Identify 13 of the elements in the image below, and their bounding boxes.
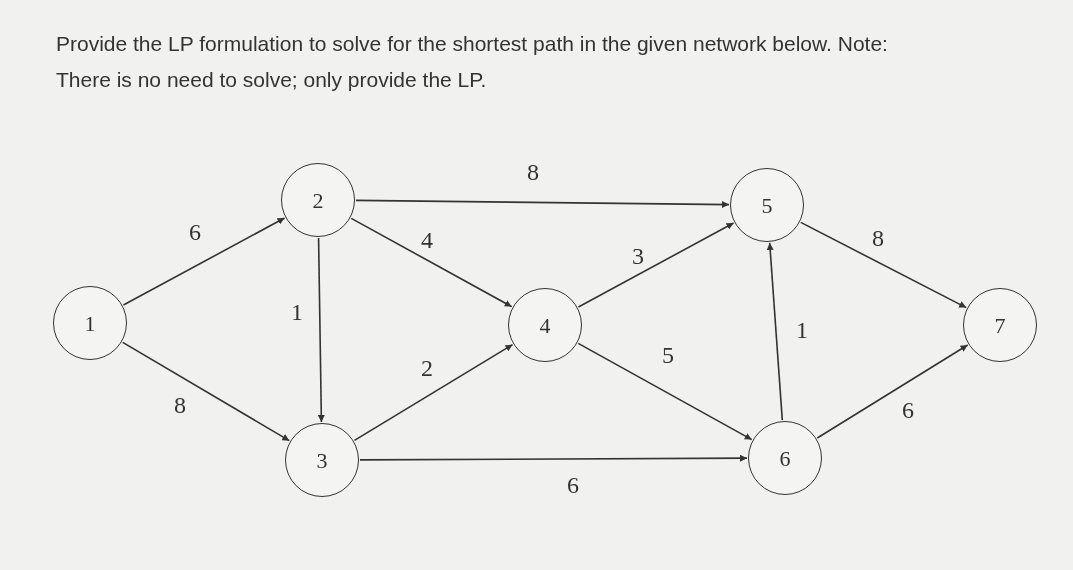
arrow	[317, 237, 325, 423]
arrow	[122, 217, 286, 306]
arrow	[355, 199, 730, 208]
arrow	[121, 341, 291, 442]
arrow	[800, 221, 967, 309]
arrow	[577, 342, 753, 441]
arrow	[816, 344, 969, 439]
arrow	[359, 454, 748, 462]
arrow	[350, 217, 513, 308]
arrow	[766, 242, 784, 421]
question-text: Provide the LP formulation to solve for the shortest path in the given network below. Note: There is no need to solve; only provide the LP.	[56, 31, 889, 93]
arrow	[353, 343, 514, 442]
arrow	[577, 222, 735, 308]
